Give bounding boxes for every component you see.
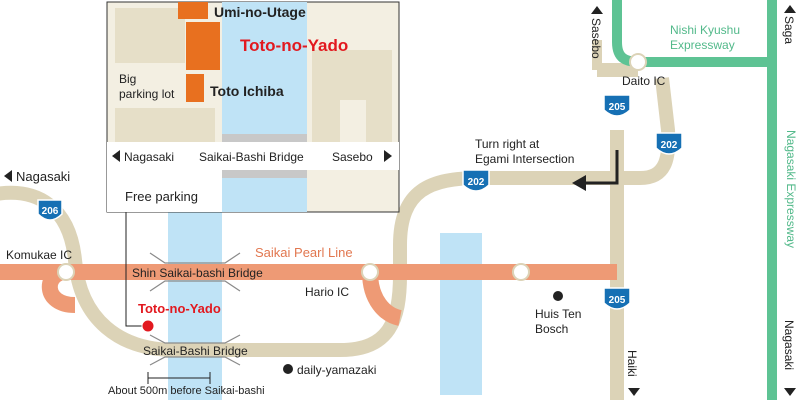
road-202-north — [639, 77, 676, 185]
leader-line — [125, 212, 148, 327]
huis-ten-bosch-label-2: Bosch — [535, 322, 568, 336]
haiki-down-arrow-icon — [628, 388, 640, 396]
toto-no-yado-building — [186, 22, 220, 70]
inset-umi-no-utage-label: Umi-no-Utage — [214, 4, 306, 20]
inset-free-parking-area — [107, 170, 222, 212]
huis-ten-bosch-dot-icon — [553, 291, 563, 301]
nishi-kyushu-label-2: Expressway — [670, 38, 735, 52]
daily-yamazaki-dot-icon — [283, 364, 293, 374]
inset-block-top — [115, 8, 185, 63]
nishi-kyushu-label-1: Nishi Kyushu — [670, 23, 740, 37]
inset-bridge-deck — [222, 134, 307, 142]
nagasaki-left-label: Nagasaki — [16, 169, 70, 184]
road-206 — [0, 185, 176, 357]
daily-yamazaki-label: daily-yamazaki — [297, 363, 376, 377]
daito-ic-label: Daito IC — [622, 74, 666, 88]
turn-right-arrow-icon — [585, 150, 619, 185]
saga-label: Saga — [782, 16, 796, 44]
saikai-bridge-label: Saikai-Bashi Bridge — [143, 344, 248, 358]
inset-sasebo-arrow-icon — [384, 150, 392, 162]
inset-nagasaki-label: Nagasaki — [124, 150, 174, 164]
route-205-top-badge: 205 — [603, 94, 631, 117]
route-202-top-badge: 202 — [655, 132, 683, 155]
inset-river — [222, 2, 307, 142]
inset-nagasaki-arrow-icon — [112, 150, 120, 162]
hario-ic-label: Hario IC — [305, 285, 349, 299]
route-202-top-label: 202 — [661, 140, 678, 151]
inset-toto-ichiba-label: Toto Ichiba — [210, 83, 284, 99]
route-206-label: 206 — [42, 206, 59, 217]
toto-no-yado-pin-icon — [141, 319, 155, 333]
inset-free-parking-label: Free parking — [125, 189, 198, 204]
road-saikai-bashi — [175, 274, 407, 357]
nagasaki-expressway-label: Nagasaki Expressway — [784, 130, 798, 248]
toto-no-yado-label: Toto-no-Yado — [138, 301, 221, 316]
toto-ichiba-building — [186, 74, 204, 102]
turn-note-line2: Egami Intersection — [475, 152, 574, 166]
inset-big-parking-label-1: Big — [119, 72, 136, 86]
nagasaki-right-label: Nagasaki — [782, 320, 796, 370]
route-202-mid-label: 202 — [468, 177, 485, 188]
inset-sasebo-label: Sasebo — [332, 150, 373, 164]
water-channel-right — [440, 233, 482, 395]
saga-up-arrow-icon — [784, 5, 796, 13]
saikai-bridge-mark — [149, 334, 241, 366]
junction-marker — [512, 263, 530, 281]
nagasaki-left-arrow-icon — [4, 170, 12, 182]
daito-ic-marker — [629, 53, 647, 71]
inset-bridge-label: Saikai-Bashi Bridge — [199, 150, 304, 164]
inset-river-lower — [222, 178, 307, 212]
road-202 — [393, 171, 640, 275]
inset-toto-no-yado-label: Toto-no-Yado — [240, 36, 348, 55]
route-205-top-label: 205 — [609, 102, 626, 113]
turn-note-line1: Turn right at — [475, 137, 540, 151]
route-202-mid-badge: 202 — [462, 169, 490, 192]
distance-bracket — [147, 372, 211, 384]
inset-map: Umi-no-Utage Toto-no-Yado Toto Ichiba Bi… — [106, 1, 400, 213]
sasebo-up-arrow-icon — [591, 6, 603, 14]
water-channel-left — [168, 205, 222, 400]
inset-bridge-deck-lower — [222, 170, 307, 178]
inset-parking-road — [340, 100, 366, 142]
shin-saikai-bridge-label: Shin Saikai-bashi Bridge — [132, 266, 263, 280]
huis-ten-bosch-label-1: Huis Ten — [535, 307, 581, 321]
inset-block-left — [115, 108, 215, 142]
route-205-bottom-badge: 205 — [603, 287, 631, 310]
distance-note: About 500m before Saikai-bashi — [108, 385, 265, 397]
haiki-label: Haiki — [625, 350, 639, 377]
pearl-line-label: Saikai Pearl Line — [255, 245, 353, 260]
hario-ic-marker — [361, 263, 379, 281]
nagasaki-down-arrow-icon — [784, 388, 796, 396]
umi-no-utage-building — [178, 2, 208, 19]
inset-big-parking-label-2: parking lot — [119, 87, 175, 101]
komukae-ic-marker — [57, 263, 75, 281]
inset-road — [107, 142, 399, 170]
sasebo-label: Sasebo — [589, 18, 603, 59]
komukae-ic-label: Komukae IC — [6, 248, 72, 262]
route-206-badge: 206 — [37, 199, 63, 221]
route-205-bottom-label: 205 — [609, 295, 626, 306]
turn-arrow-head-icon — [572, 175, 586, 191]
shin-saikai-bridge-mark — [149, 252, 241, 292]
